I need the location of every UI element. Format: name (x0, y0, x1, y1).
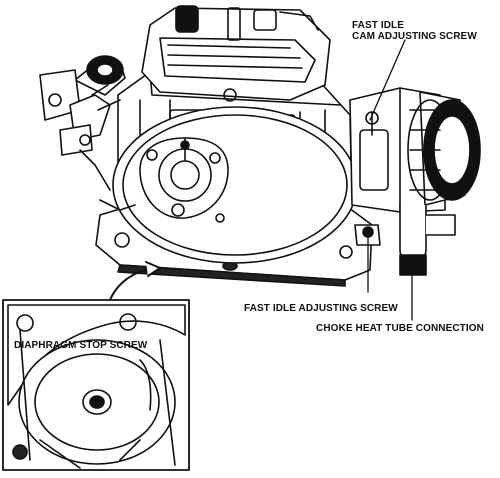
choke-heat-tube (399, 204, 456, 276)
fast-idle-adjusting-screw (354, 224, 381, 246)
air-horn-top (141, 5, 331, 102)
label-diaphragm-stop-screw: DIAPHRAGM STOP SCREW (14, 340, 148, 351)
inset-detail (2, 299, 190, 471)
label-fast-idle-cam-line1: FAST IDLE (352, 20, 405, 31)
label-choke-heat-tube-connection: CHOKE HEAT TUBE CONNECTION (316, 323, 484, 334)
leader-fast-idle-cam (369, 39, 406, 121)
label-fast-idle-cam-line2: CAM ADJUSTING SCREW (352, 31, 477, 42)
diaphragm-housing (139, 137, 229, 223)
choke-thermostat-housing (349, 87, 481, 213)
throttle-linkage (39, 55, 136, 211)
label-fast-idle-adjusting-screw: FAST IDLE ADJUSTING SCREW (244, 303, 398, 314)
